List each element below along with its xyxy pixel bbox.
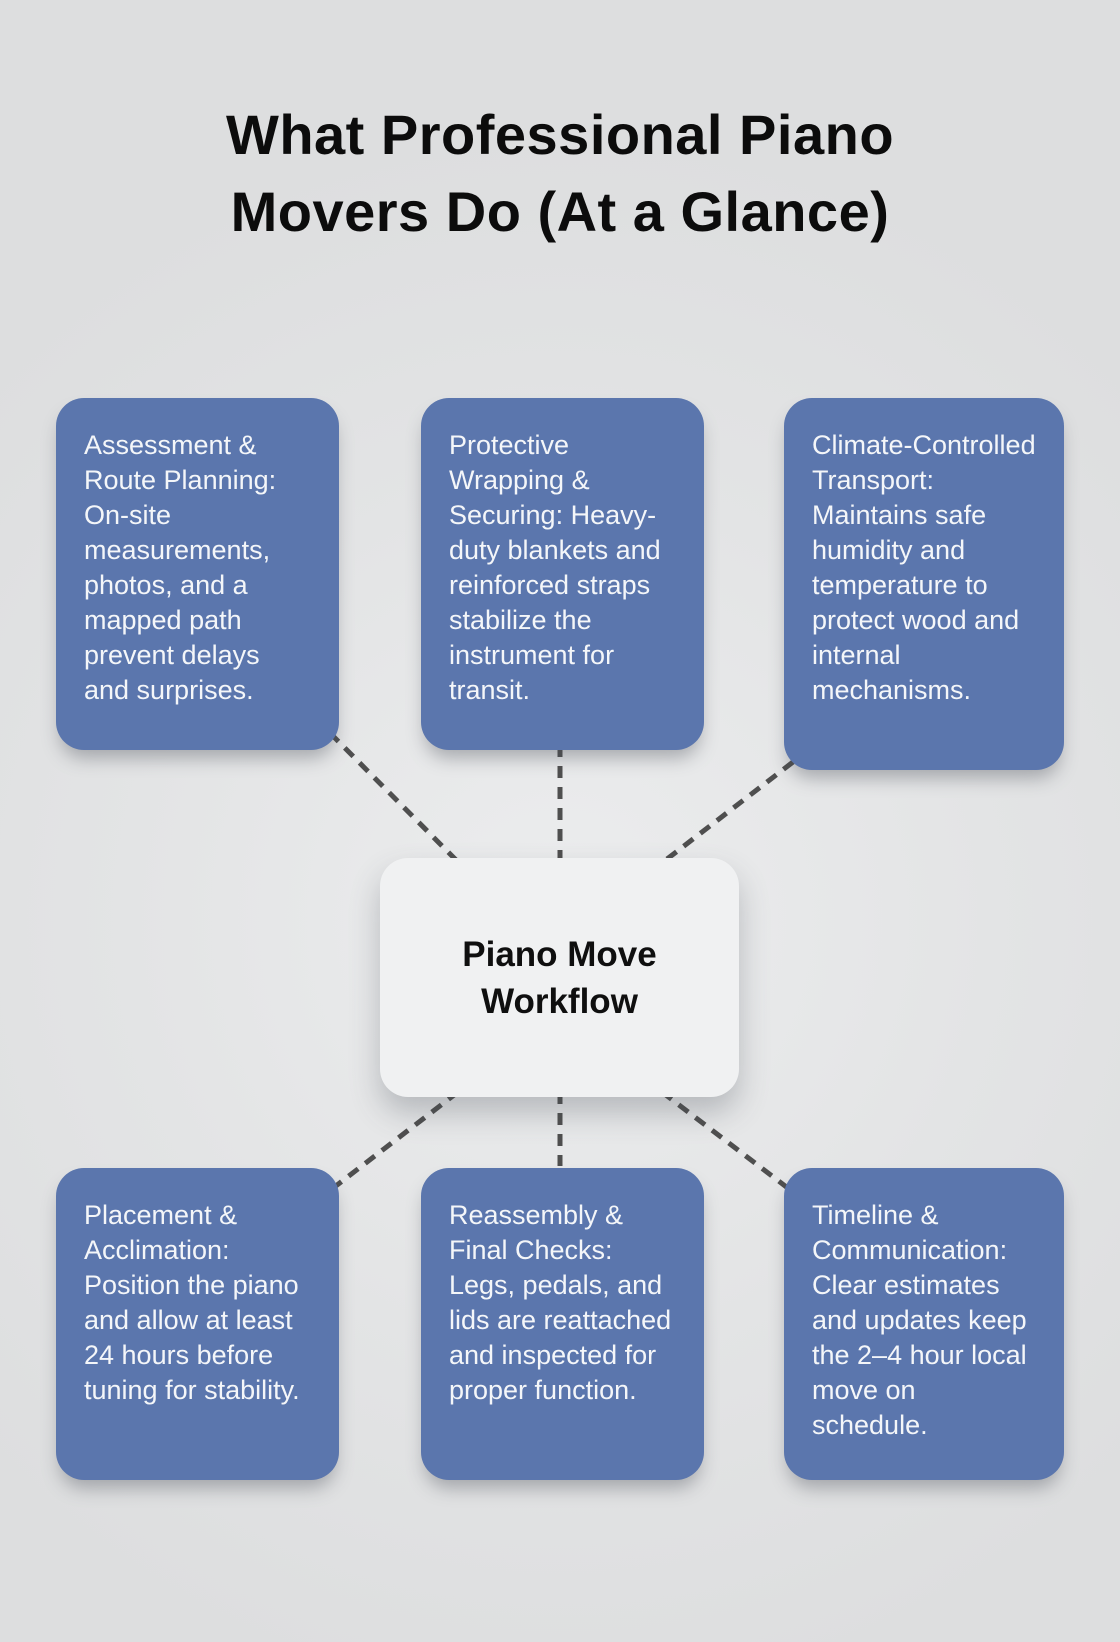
node-placement-acclimation: Placement & Acclimation: Position the pi… — [56, 1168, 339, 1480]
page-title: What Professional Piano Movers Do (At a … — [0, 96, 1120, 250]
node-reassembly-final-checks: Reassembly & Final Checks: Legs, pedals,… — [421, 1168, 704, 1480]
node-protective-wrapping-securing: Protective Wrapping & Securing: Heavy-du… — [421, 398, 704, 750]
node-text: Climate-Controlled Transport: Maintains … — [812, 430, 1036, 705]
hub-piano-move-workflow: Piano Move Workflow — [380, 858, 739, 1097]
node-text: Reassembly & Final Checks: Legs, pedals,… — [449, 1200, 672, 1405]
hub-label: Piano Move Workflow — [462, 934, 657, 1021]
connector-dashed-line-bottom-left — [326, 1090, 460, 1194]
node-text: Protective Wrapping & Securing: Heavy-du… — [449, 430, 661, 705]
node-assessment-route-planning: Assessment & Route Planning: On-site mea… — [56, 398, 339, 750]
connector-dashed-line-top-left — [328, 731, 464, 868]
node-climate-controlled-transport: Climate-Controlled Transport: Maintains … — [784, 398, 1064, 770]
node-text: Assessment & Route Planning: On-site mea… — [84, 430, 277, 705]
node-timeline-communication: Timeline & Communication: Clear estimate… — [784, 1168, 1064, 1480]
page-title-line-2: Movers Do (At a Glance) — [230, 180, 890, 243]
node-text: Placement & Acclimation: Position the pi… — [84, 1200, 300, 1405]
connector-dashed-line-bottom-right — [660, 1090, 795, 1194]
node-text: Timeline & Communication: Clear estimate… — [812, 1200, 1027, 1440]
connector-dashed-line-top-right — [656, 760, 795, 868]
page-title-line-1: What Professional Piano — [225, 103, 895, 166]
